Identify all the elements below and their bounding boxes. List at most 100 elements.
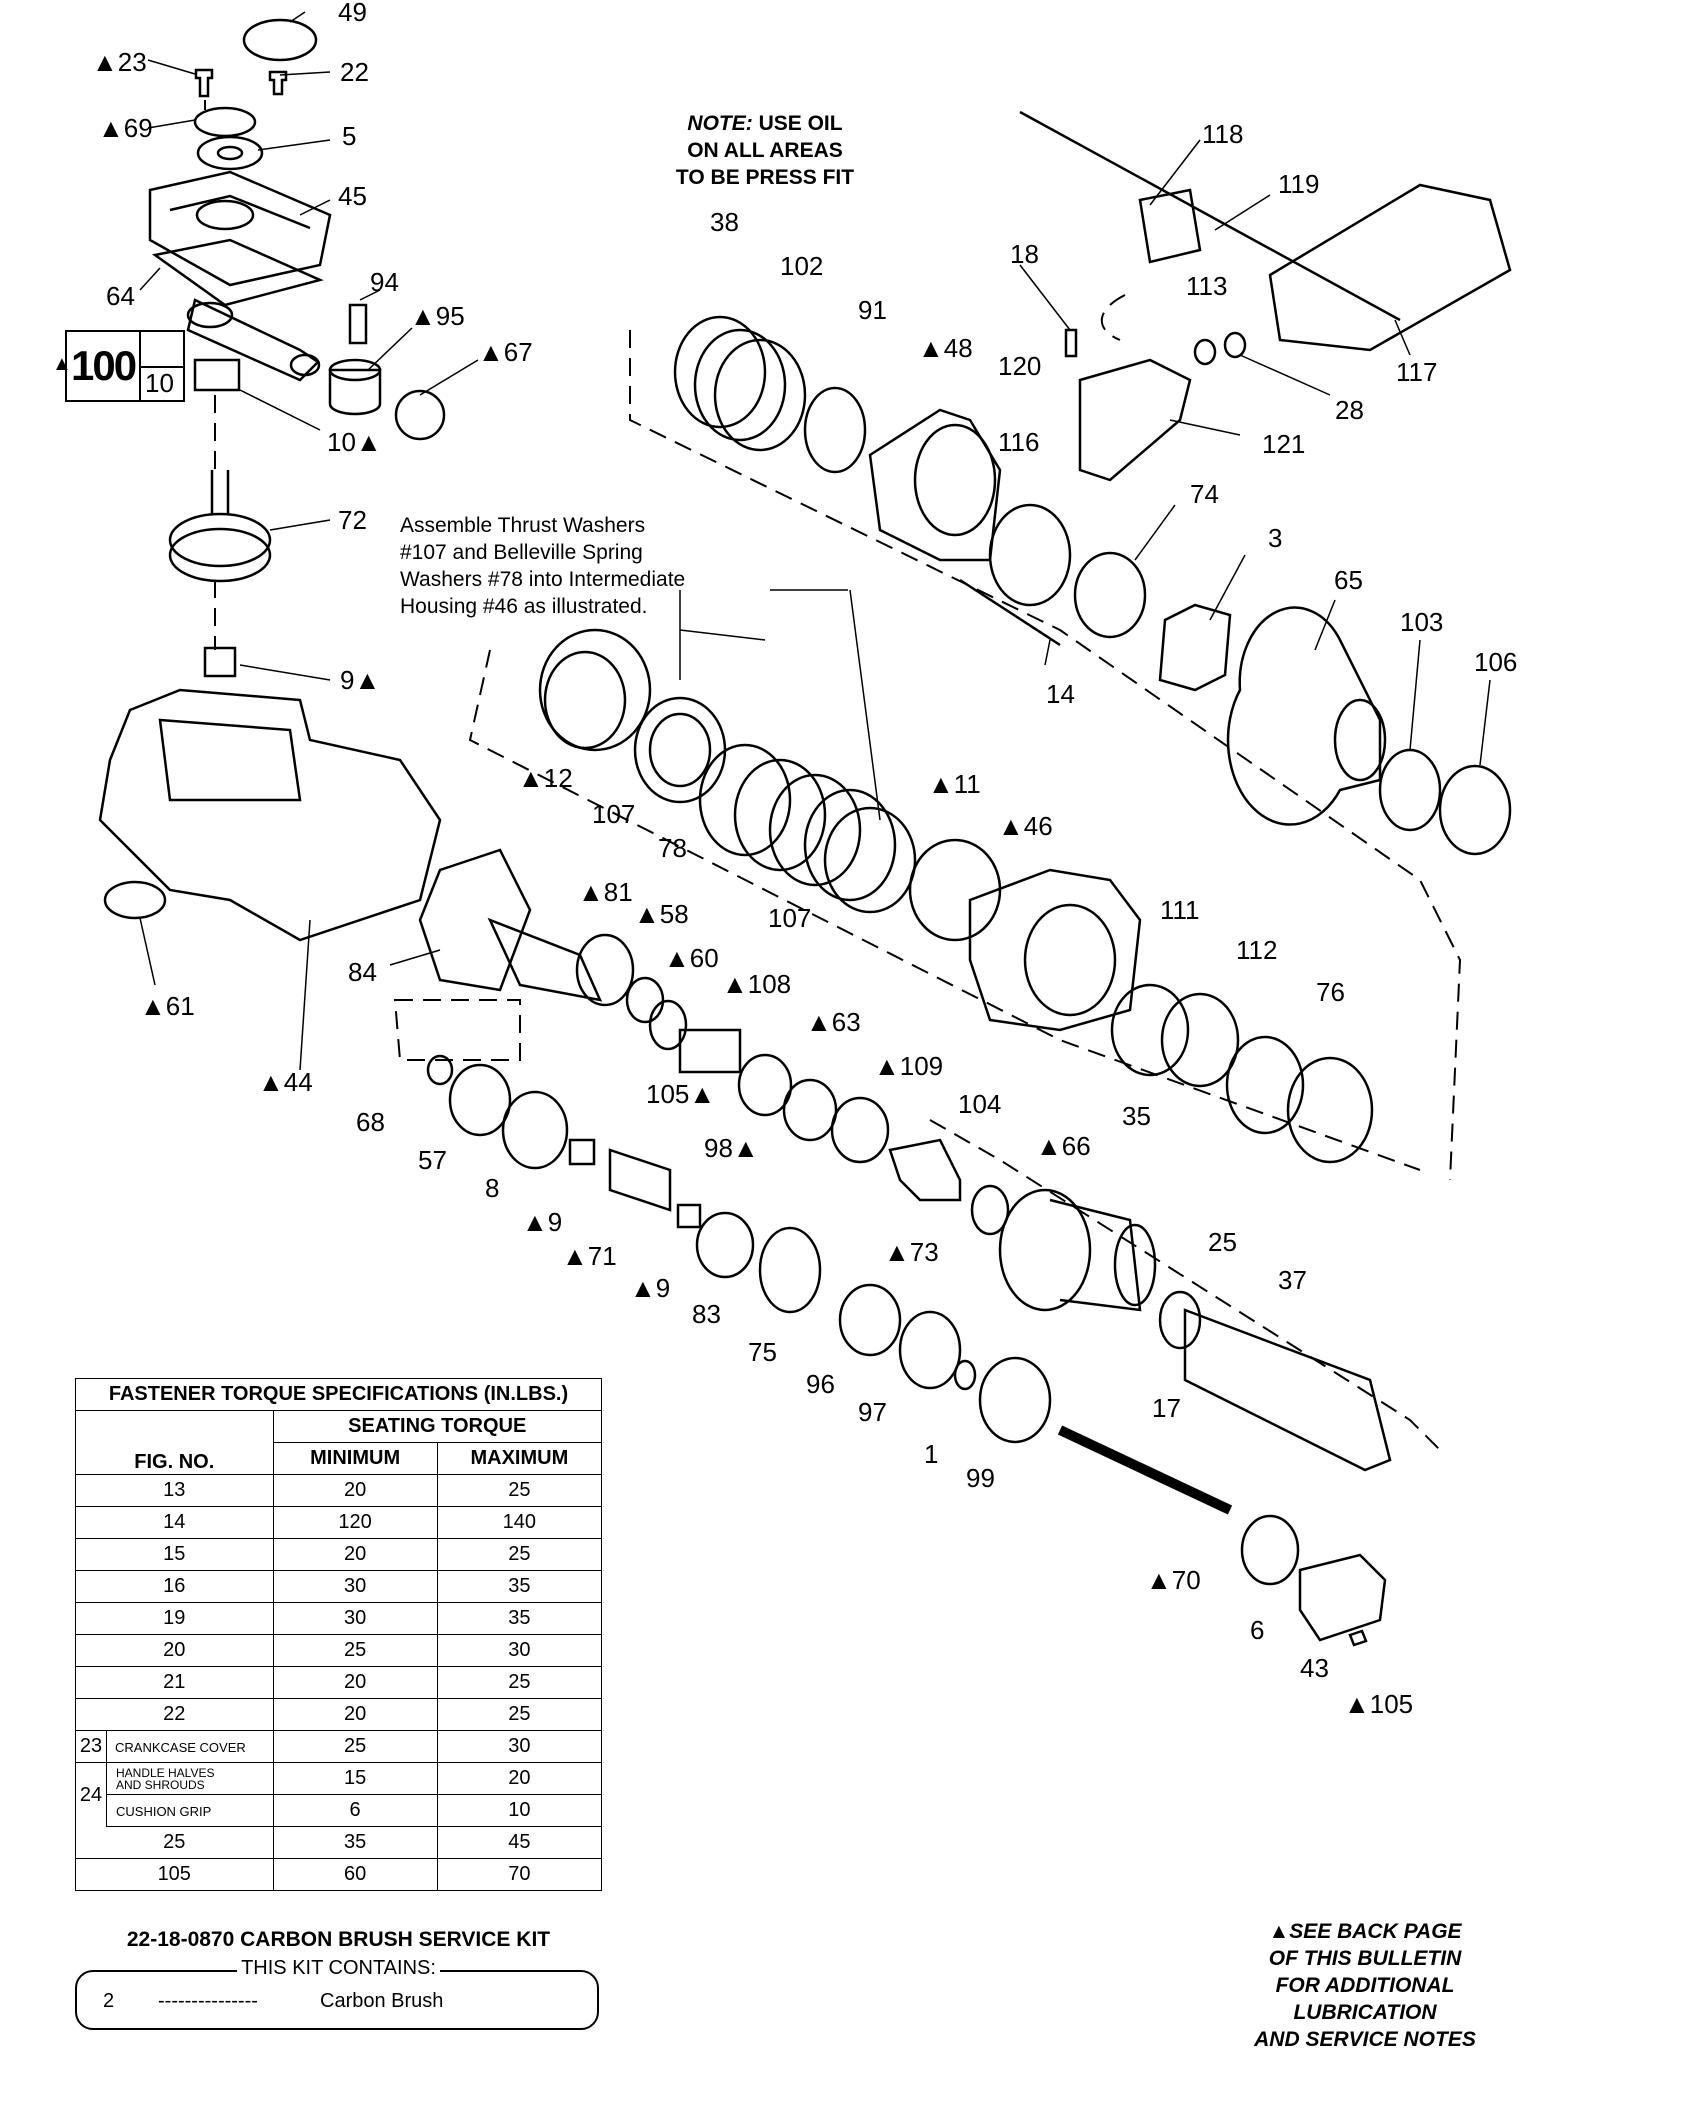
label-98: 98▲ bbox=[704, 1133, 759, 1163]
torque-fig-24: 24 bbox=[76, 1763, 107, 1827]
label-111: 111 bbox=[1160, 895, 1200, 925]
torque-min: 20 bbox=[272, 1666, 438, 1699]
label-17: 17 bbox=[1152, 1393, 1181, 1423]
label-107a: 107 bbox=[592, 799, 636, 829]
part-9-bearing bbox=[203, 646, 237, 678]
torque-max: 35 bbox=[436, 1570, 603, 1603]
torque-max: 25 bbox=[436, 1666, 603, 1699]
kit-contains: THIS KIT CONTAINS: bbox=[75, 1957, 602, 1980]
torque-max: 35 bbox=[436, 1602, 603, 1635]
part-111-ring bbox=[1160, 992, 1240, 1088]
label-35: 35 bbox=[1122, 1101, 1151, 1131]
label-45: 45 bbox=[338, 181, 367, 211]
label-118: 118 bbox=[1202, 119, 1244, 149]
kit-qty: 2 bbox=[103, 1990, 115, 2012]
oil-note-label: NOTE: bbox=[687, 112, 753, 135]
col-seating: SEATING TORQUE bbox=[272, 1410, 602, 1443]
label-72: 72 bbox=[338, 505, 367, 535]
label-113: 113 bbox=[1186, 271, 1228, 301]
part-38-spring bbox=[673, 315, 767, 429]
part-81-shaft bbox=[487, 917, 603, 1002]
label-117: 117 bbox=[1396, 357, 1438, 387]
part-71-shaft bbox=[608, 1148, 672, 1212]
part-76-seal bbox=[1286, 1056, 1374, 1164]
part-6-bearing bbox=[1240, 1514, 1300, 1586]
part-8-bearing bbox=[501, 1090, 569, 1170]
col-fig: FIG. NO. bbox=[75, 1410, 274, 1475]
torque-min: 35 bbox=[272, 1826, 438, 1859]
label-108: ▲108 bbox=[722, 969, 792, 999]
part-49-cap bbox=[242, 18, 318, 62]
torque-max-24b: 10 bbox=[436, 1794, 603, 1827]
part-14-bolt bbox=[959, 578, 1061, 647]
label-67: ▲67 bbox=[478, 337, 533, 367]
torque-table: FASTENER TORQUE SPECIFICATIONS (IN.LBS.)… bbox=[75, 1378, 603, 1891]
label-112: 112 bbox=[1236, 935, 1278, 965]
part-70-shaft bbox=[1057, 1425, 1233, 1515]
part-112-ring bbox=[1225, 1035, 1305, 1135]
part-23-screw bbox=[194, 68, 214, 98]
torque-min-23: 25 bbox=[272, 1730, 438, 1763]
label-64: 64 bbox=[106, 281, 135, 311]
torque-min: 60 bbox=[272, 1858, 438, 1891]
torque-fig-23-cell: 23 CRANKCASE COVER bbox=[75, 1730, 274, 1763]
label-73: ▲73 bbox=[884, 1237, 939, 1267]
part-102-ring bbox=[803, 386, 867, 474]
see-back-note: ▲SEE BACK PAGE OF THIS BULLETIN FOR ADDI… bbox=[1254, 1920, 1476, 2051]
label-99: 99 bbox=[966, 1463, 995, 1493]
label-119: 119 bbox=[1278, 169, 1320, 199]
kit100-box: 100 10 bbox=[65, 330, 185, 402]
label-120: 120 bbox=[998, 351, 1042, 381]
label-91: 91 bbox=[858, 295, 887, 325]
torque-max: 25 bbox=[436, 1698, 603, 1731]
torque-title: FASTENER TORQUE SPECIFICATIONS (IN.LBS.) bbox=[75, 1378, 602, 1411]
label-12: ▲12 bbox=[518, 763, 573, 793]
part-25-oring bbox=[1158, 1290, 1202, 1350]
label-78: 78 bbox=[658, 833, 687, 863]
label-43: 43 bbox=[1300, 1653, 1329, 1683]
torque-max: 25 bbox=[436, 1538, 603, 1571]
col-min: MINIMUM bbox=[272, 1442, 438, 1475]
label-68: 68 bbox=[356, 1107, 385, 1137]
torque-fig: 21 bbox=[75, 1666, 274, 1699]
part-116-clamp bbox=[988, 503, 1072, 607]
label-105a: 105▲ bbox=[646, 1079, 716, 1109]
label-5: 5 bbox=[342, 121, 357, 151]
part-83-washer bbox=[695, 1211, 755, 1279]
torque-min: 20 bbox=[272, 1474, 438, 1507]
part-61-oring bbox=[103, 880, 167, 920]
label-44: ▲44 bbox=[258, 1067, 313, 1097]
part-84-gasket bbox=[418, 848, 532, 992]
kit-title: 22-18-0870 CARBON BRUSH SERVICE KIT bbox=[126, 1928, 551, 1951]
torque-min-24b: 6 bbox=[272, 1794, 438, 1827]
part-35-ring bbox=[1110, 983, 1190, 1077]
torque-fig-23: 23 bbox=[76, 1731, 107, 1762]
part-99 bbox=[978, 1356, 1052, 1444]
torque-max: 30 bbox=[436, 1634, 603, 1667]
label-37: 37 bbox=[1278, 1265, 1307, 1295]
part-44-gearcase bbox=[98, 688, 442, 942]
part-18-pin bbox=[1064, 328, 1078, 358]
part-3-nut bbox=[1158, 603, 1232, 692]
label-96: 96 bbox=[806, 1369, 835, 1399]
torque-desc-24b-cell: CUSHION GRIP bbox=[75, 1794, 274, 1827]
label-9c: ▲9 bbox=[630, 1273, 671, 1303]
label-48: ▲48 bbox=[918, 333, 973, 363]
label-8: 8 bbox=[485, 1173, 500, 1203]
torque-fig: 19 bbox=[75, 1602, 274, 1635]
part-9b-bearing bbox=[676, 1203, 702, 1229]
part-104 bbox=[888, 1138, 962, 1202]
part-103-ring bbox=[1378, 748, 1442, 832]
torque-desc-23: CRANKCASE COVER bbox=[115, 1740, 246, 1755]
torque-max-24a: 20 bbox=[436, 1762, 603, 1795]
label-23: ▲23 bbox=[92, 47, 147, 77]
